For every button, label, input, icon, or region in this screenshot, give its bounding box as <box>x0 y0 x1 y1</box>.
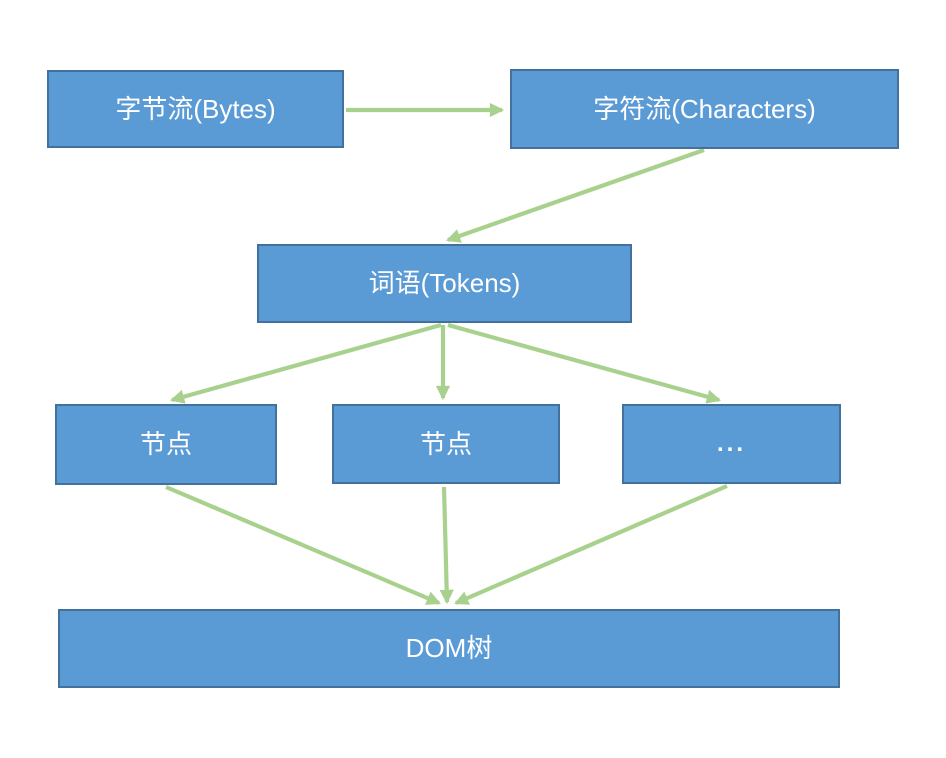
node-bytes: 字节流(Bytes) <box>47 70 344 148</box>
arrow-node-1-to-dom-tree <box>165 485 441 605</box>
node-tokens-label: 词语(Tokens) <box>368 268 521 299</box>
node-dom-tree: DOM树 <box>58 609 840 688</box>
arrow-tokens-to-node-1 <box>169 322 442 404</box>
arrow-tokens-to-ellipsis <box>447 322 722 404</box>
node-characters-label: 字符流(Characters) <box>593 93 816 124</box>
node-tokens: 词语(Tokens) <box>257 244 632 323</box>
node-item-2: 节点 <box>332 404 560 484</box>
node-ellipsis-label: ... <box>716 429 746 457</box>
node-bytes-label: 字节流(Bytes) <box>115 93 276 124</box>
node-item-1: 节点 <box>55 404 277 485</box>
node-ellipsis: ... <box>622 404 841 484</box>
node-characters: 字符流(Characters) <box>510 69 899 149</box>
arrow-node-2-to-dom-tree <box>439 486 454 605</box>
node-item-2-label: 节点 <box>419 428 472 459</box>
arrow-characters-to-tokens <box>445 148 705 243</box>
arrow-ellipsis-to-dom-tree <box>454 484 728 605</box>
node-dom-tree-label: DOM树 <box>405 633 493 664</box>
node-item-1-label: 节点 <box>139 429 192 460</box>
